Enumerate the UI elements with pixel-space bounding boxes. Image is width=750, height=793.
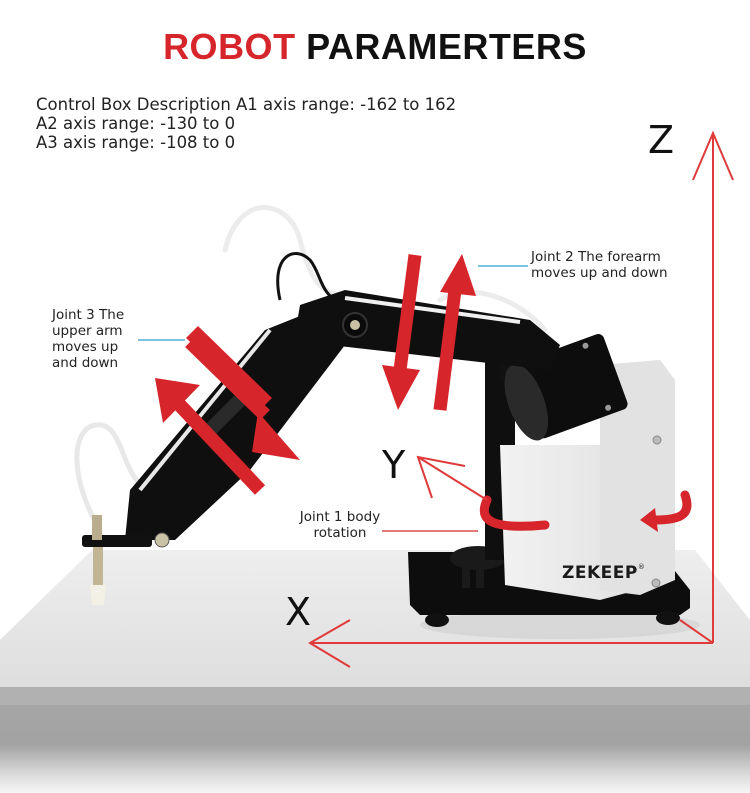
description-line: A3 axis range: -108 to 0 (36, 133, 236, 152)
brand-name: ZEKEEP (562, 563, 638, 583)
joint3-callout: Joint 3 The upper arm moves up and down (52, 307, 124, 371)
coordinate-axes (308, 130, 734, 668)
callout-line: moves up (52, 339, 119, 355)
y-axis-label: Y (382, 443, 406, 487)
callout-line: moves up and down (531, 265, 668, 281)
table-edge (0, 687, 750, 705)
cable (276, 252, 336, 302)
brand-logo: ZEKEEP® (562, 563, 645, 583)
callout-line: Joint 2 The forearm (531, 249, 661, 265)
registered-mark: ® (637, 563, 646, 571)
page-title: ROBOT PARAMERTERS (0, 26, 750, 68)
callout-line: Joint 3 The (52, 307, 125, 323)
x-axis-label: X (285, 590, 312, 634)
joint2-callout: Joint 2 The forearm moves up and down (531, 249, 668, 281)
description-line: A2 axis range: -130 to 0 (36, 114, 236, 133)
joint2-arrows (382, 254, 476, 411)
callout-line: and down (52, 355, 119, 371)
robot-body (500, 360, 675, 600)
joint1-callout: Joint 1 body rotation (290, 509, 390, 541)
callout-line: Joint 1 body (299, 509, 381, 525)
joint1-arrows (479, 490, 692, 532)
description-line: Control Box Description A1 axis range: -… (36, 95, 457, 114)
title-highlight: ROBOT (163, 26, 296, 67)
title-rest: PARAMERTERS (306, 26, 587, 67)
end-effector (82, 515, 152, 605)
axis-range-description: Control Box Description A1 axis range: -… (36, 95, 456, 152)
joint3-arrows (155, 326, 300, 495)
table-front (0, 705, 750, 793)
callout-line: upper arm (52, 323, 123, 339)
callout-line: rotation (313, 525, 367, 541)
z-axis-label: Z (648, 118, 675, 162)
